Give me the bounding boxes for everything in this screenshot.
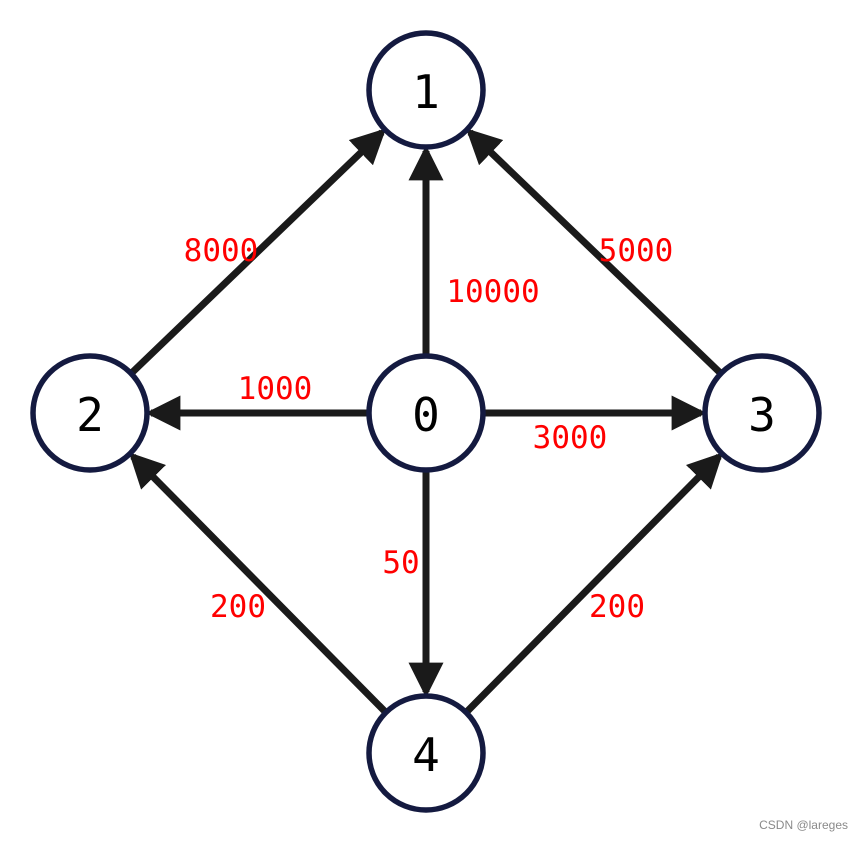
node-label-1: 1 xyxy=(412,65,440,119)
node-1: 1 xyxy=(366,30,486,150)
node-circle-4 xyxy=(366,693,486,813)
edge-weight-0-to-3: 3000 xyxy=(533,420,608,456)
edge-3-to-1 xyxy=(465,128,724,377)
node-4: 4 xyxy=(366,693,486,813)
node-label-2: 2 xyxy=(76,388,104,442)
edge-weight-4-to-2: 200 xyxy=(210,589,266,625)
edge-weight-2-to-1: 8000 xyxy=(184,233,259,269)
edge-weight-3-to-1: 5000 xyxy=(599,233,674,269)
edge-weight-0-to-1: 10000 xyxy=(446,274,539,310)
edge-weight-0-to-2: 1000 xyxy=(238,371,313,407)
node-3: 3 xyxy=(702,353,822,473)
node-label-3: 3 xyxy=(748,388,776,442)
edge-weights-layer: 10000 1000 3000 50 8000 5000 200 200 xyxy=(184,233,674,625)
edge-2-to-1 xyxy=(128,128,387,377)
edge-4-to-2 xyxy=(128,452,389,715)
node-label-4: 4 xyxy=(412,728,440,782)
node-2: 2 xyxy=(30,353,150,473)
node-0: 0 xyxy=(366,353,486,473)
edge-weight-0-to-4: 50 xyxy=(382,545,419,581)
node-circle-0 xyxy=(366,353,486,473)
watermark: CSDN @lareges xyxy=(759,818,848,832)
edge-4-to-3 xyxy=(463,452,724,715)
edges-layer xyxy=(128,128,724,715)
node-circle-3 xyxy=(702,353,822,473)
node-circle-1 xyxy=(366,30,486,150)
node-circle-2 xyxy=(30,353,150,473)
nodes-layer: 0 1 2 3 4 xyxy=(30,30,822,813)
edge-weight-4-to-3: 200 xyxy=(589,589,645,625)
node-label-0: 0 xyxy=(412,388,440,442)
